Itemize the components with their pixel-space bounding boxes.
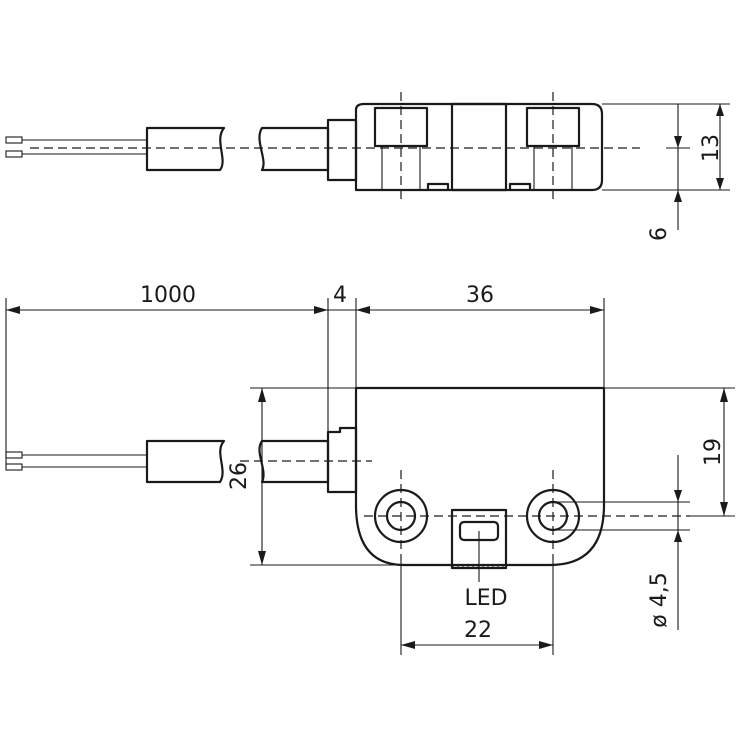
dim-body-width: 36 [466, 283, 494, 308]
dim-cable-length: 1000 [140, 283, 196, 308]
dim-side-offset: 6 [647, 227, 672, 241]
front-view-collar [326, 426, 358, 494]
dim-hole-spacing: 22 [464, 618, 492, 643]
side-view-wires [5, 136, 147, 158]
led-label: LED [464, 586, 507, 611]
dim-hole-offset: 19 [701, 438, 726, 466]
front-view: 1000 4 36 [5, 283, 735, 655]
side-view-cable-sheath [145, 126, 226, 172]
side-view-body [354, 102, 604, 192]
side-view: 13 6 [5, 92, 730, 241]
side-view-collar [326, 118, 358, 182]
front-view-wires [5, 451, 147, 471]
dim-side-height: 13 [699, 134, 724, 162]
side-view-led-window [450, 102, 508, 192]
side-view-cable [258, 126, 330, 172]
dim-hole-diameter: ø 4,5 [647, 572, 672, 627]
dim-body-height: 26 [227, 462, 252, 490]
front-view-body [354, 386, 606, 567]
front-view-cable-sheath [145, 439, 226, 484]
dim-collar-width: 4 [333, 283, 347, 308]
front-view-cable [258, 439, 330, 484]
